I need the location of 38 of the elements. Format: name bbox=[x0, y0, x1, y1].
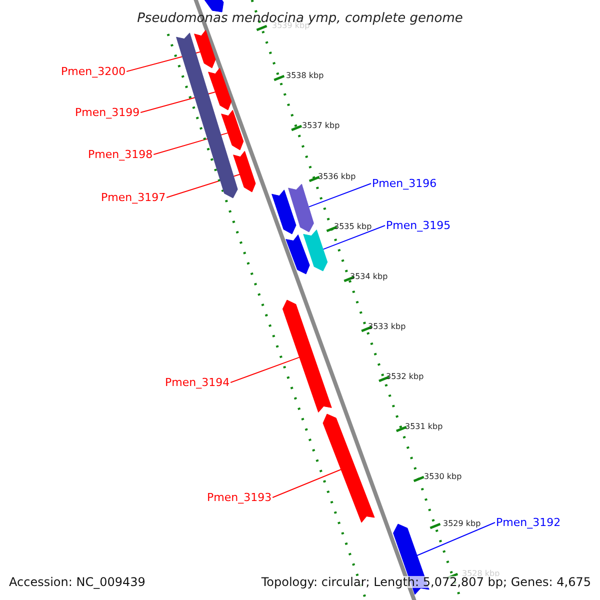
gene-block bbox=[272, 190, 296, 234]
scale-label: 3536 kbp bbox=[318, 173, 356, 181]
scale-label: 3538 kbp bbox=[286, 72, 324, 80]
scale-label: 3537 kbp bbox=[302, 122, 340, 130]
gene-block bbox=[282, 300, 332, 413]
scale-label: 3530 kbp bbox=[424, 473, 462, 481]
genome-summary-text: Topology: circular; Length: 5,072,807 bp; Genes: 4,675 bbox=[261, 576, 591, 588]
scale-label: 3534 kbp bbox=[350, 273, 388, 281]
gene-block bbox=[176, 32, 238, 198]
scale-label: 3529 kbp bbox=[443, 520, 481, 528]
leader-line bbox=[416, 522, 496, 556]
gene-label: Pmen_3199 bbox=[75, 107, 140, 118]
gene-block bbox=[194, 30, 216, 68]
gene-label: Pmen_3197 bbox=[101, 192, 166, 203]
gene-block bbox=[233, 150, 256, 192]
gene-label: Pmen_3194 bbox=[165, 377, 230, 388]
gene-block bbox=[286, 234, 310, 274]
accession-text: Accession: NC_009439 bbox=[9, 576, 146, 588]
scale-label: 3532 kbp bbox=[386, 373, 424, 381]
scale-label: 3533 kbp bbox=[368, 323, 406, 331]
gene-block bbox=[288, 184, 314, 232]
gene-label: Pmen_3192 bbox=[496, 517, 561, 528]
scale-label: 3539 kbp bbox=[272, 22, 310, 30]
scale-label: 3535 kbp bbox=[334, 223, 372, 231]
gene-block bbox=[322, 414, 375, 523]
gene-block bbox=[221, 110, 244, 150]
gene-label: Pmen_3196 bbox=[372, 178, 437, 189]
gene-block bbox=[303, 230, 328, 272]
gene-block bbox=[208, 68, 232, 110]
leader-line bbox=[308, 183, 372, 208]
scale-label: 3531 kbp bbox=[405, 423, 443, 431]
leader-line bbox=[322, 225, 386, 250]
leader-line bbox=[272, 469, 342, 498]
gene-label: Pmen_3198 bbox=[88, 149, 153, 160]
gene-label: Pmen_3195 bbox=[386, 220, 451, 231]
gene-label: Pmen_3200 bbox=[61, 66, 126, 77]
leader-line bbox=[230, 356, 300, 383]
gene-label: Pmen_3193 bbox=[207, 492, 272, 503]
